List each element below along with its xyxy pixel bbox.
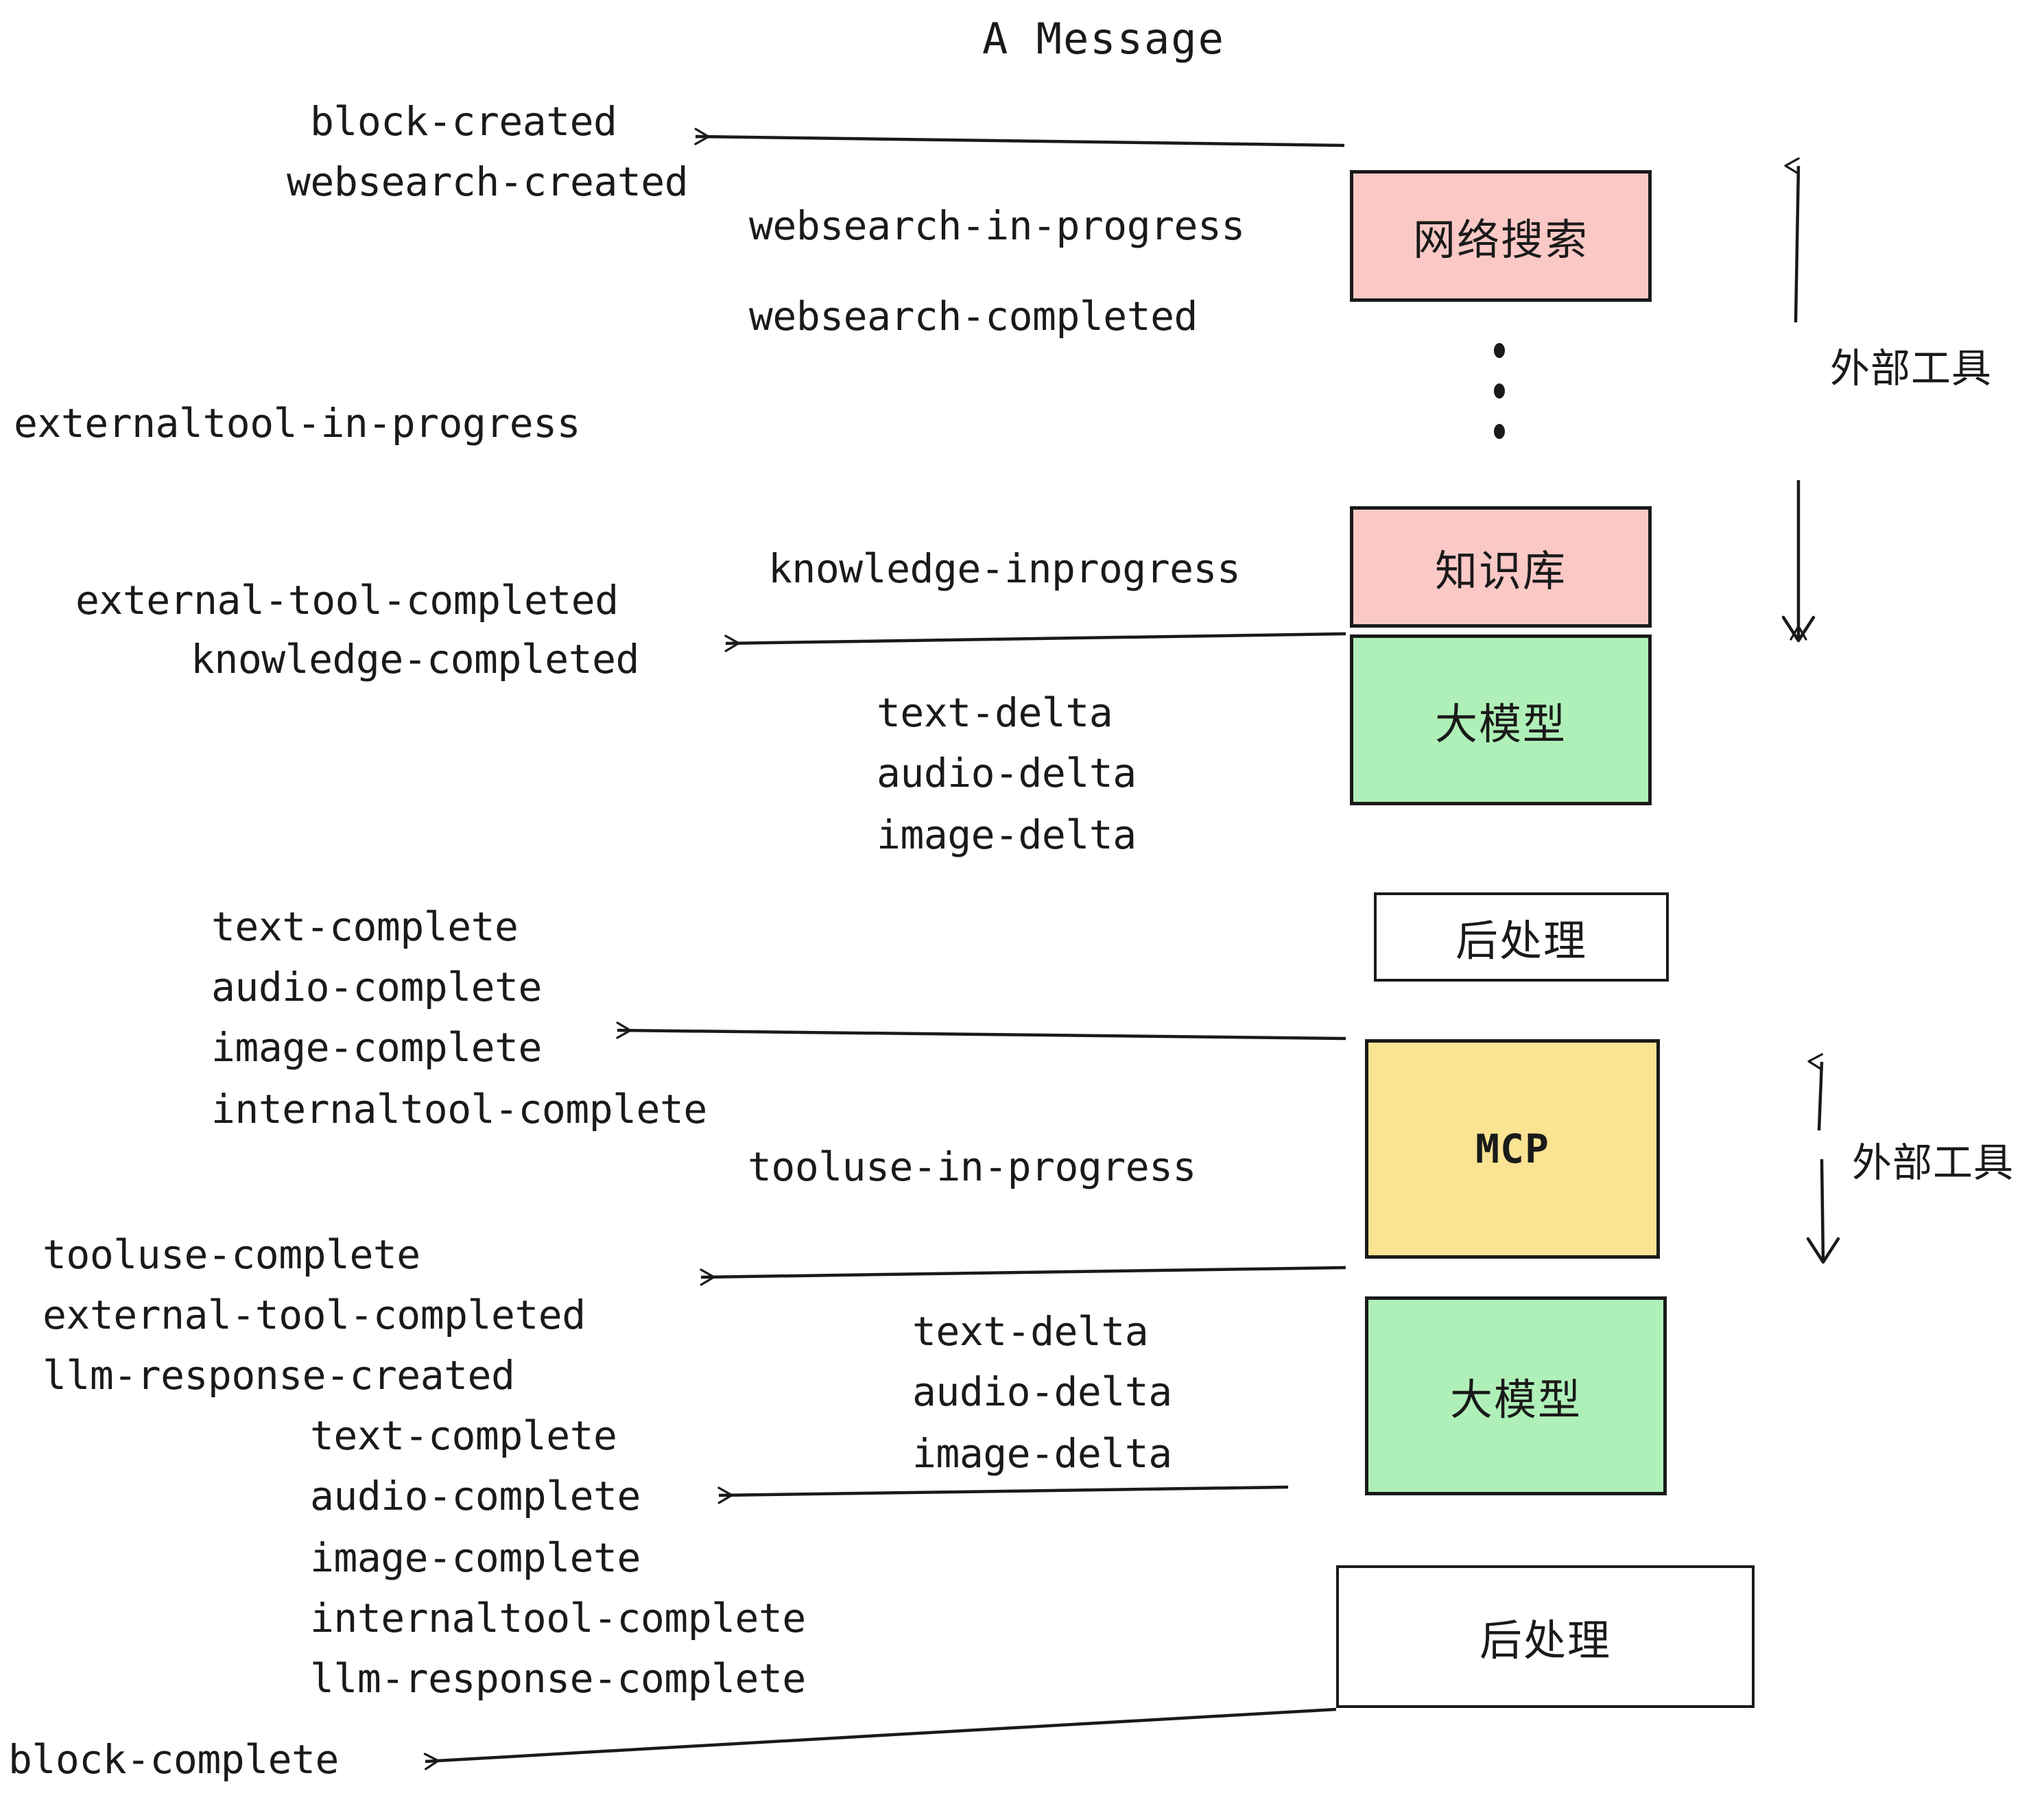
event-label-llm-response-complete: llm-response-complete xyxy=(310,1655,806,1702)
node-llm-2[interactable]: 大模型 xyxy=(1365,1296,1667,1495)
arrow-knowledge-completed xyxy=(724,632,1346,652)
diagram-title: A Message xyxy=(982,14,1225,64)
event-label-text-complete-1: text-complete xyxy=(211,903,519,950)
event-label-knowledge-inprogress: knowledge-inprogress xyxy=(768,545,1241,592)
external-tool-arrow-bottom-down xyxy=(1820,1159,1825,1261)
event-label-llm-response-created: llm-response-created xyxy=(43,1352,515,1399)
event-label-audio-delta-1: audio-delta xyxy=(877,750,1137,796)
event-label-image-delta-1: image-delta xyxy=(877,811,1137,858)
node-mcp[interactable]: MCP xyxy=(1365,1039,1660,1259)
node-postprocess-1[interactable]: 后处理 xyxy=(1374,892,1669,982)
event-label-block-created: block-created xyxy=(310,98,617,145)
node-websearch[interactable]: 网络搜索 xyxy=(1350,170,1652,302)
external-tool-arrowhead-bottom-down xyxy=(1806,1237,1840,1264)
node-postprocess-1-label: 后处理 xyxy=(1455,916,1587,966)
external-tool-range-arrows xyxy=(1781,157,1840,1264)
event-label-websearch-in-progress: websearch-in-progress xyxy=(749,202,1245,249)
event-label-externaltool-in-progress: externaltool-in-progress xyxy=(14,400,581,447)
event-label-audio-delta-2: audio-delta xyxy=(912,1368,1172,1415)
event-label-internaltool-complete-1: internaltool-complete xyxy=(211,1086,707,1132)
node-knowledge[interactable]: 知识库 xyxy=(1350,506,1652,628)
event-label-tooluse-in-progress: tooluse-in-progress xyxy=(748,1143,1196,1190)
event-label-image-complete-2: image-complete xyxy=(310,1534,641,1581)
external-tool-label-bottom: 外部工具 xyxy=(1852,1139,2015,1186)
event-label-audio-complete-1: audio-complete xyxy=(211,964,542,1010)
arrow-image-complete xyxy=(616,1021,1346,1041)
event-label-audio-complete-2: audio-complete xyxy=(310,1473,641,1519)
external-tool-arrow-bottom-up xyxy=(1807,1053,1824,1131)
external-tool-arrowhead-top-down xyxy=(1781,615,1816,643)
node-postprocess-2[interactable]: 后处理 xyxy=(1336,1565,1755,1708)
node-llm-1[interactable]: 大模型 xyxy=(1350,634,1652,805)
arrow-block-created xyxy=(694,128,1345,147)
event-label-internaltool-complete-2: internaltool-complete xyxy=(310,1595,806,1641)
node-websearch-label: 网络搜索 xyxy=(1412,215,1589,265)
event-label-knowledge-completed: knowledge-completed xyxy=(191,636,639,683)
node-llm-2-label: 大模型 xyxy=(1449,1375,1582,1425)
external-tool-label-top: 外部工具 xyxy=(1830,345,1993,392)
vertical-ellipsis-icon xyxy=(1494,343,1505,439)
event-label-external-tool-completed-1: external-tool-completed xyxy=(75,577,619,624)
event-label-text-delta-2: text-delta xyxy=(912,1308,1149,1355)
event-label-image-complete-1: image-complete xyxy=(211,1024,542,1071)
event-label-tooluse-complete: tooluse-complete xyxy=(43,1231,420,1278)
event-label-text-complete-2: text-complete xyxy=(310,1412,617,1459)
arrow-tooluse-complete xyxy=(700,1266,1346,1286)
event-label-text-delta-1: text-delta xyxy=(877,689,1113,736)
event-label-block-complete: block-complete xyxy=(8,1736,339,1783)
node-llm-1-label: 大模型 xyxy=(1434,698,1567,749)
external-tool-arrow-top-up xyxy=(1784,157,1801,323)
event-label-external-tool-completed-2: external-tool-completed xyxy=(43,1292,586,1338)
node-mcp-label: MCP xyxy=(1475,1126,1549,1172)
node-knowledge-label: 知识库 xyxy=(1434,545,1567,596)
arrow-audio-complete xyxy=(717,1485,1289,1504)
event-label-image-delta-2: image-delta xyxy=(912,1430,1172,1477)
node-postprocess-2-label: 后处理 xyxy=(1479,1615,1611,1665)
event-label-websearch-created: websearch-created xyxy=(287,158,689,205)
arrow-block-complete xyxy=(423,1707,1337,1770)
event-label-websearch-completed: websearch-completed xyxy=(749,293,1198,340)
